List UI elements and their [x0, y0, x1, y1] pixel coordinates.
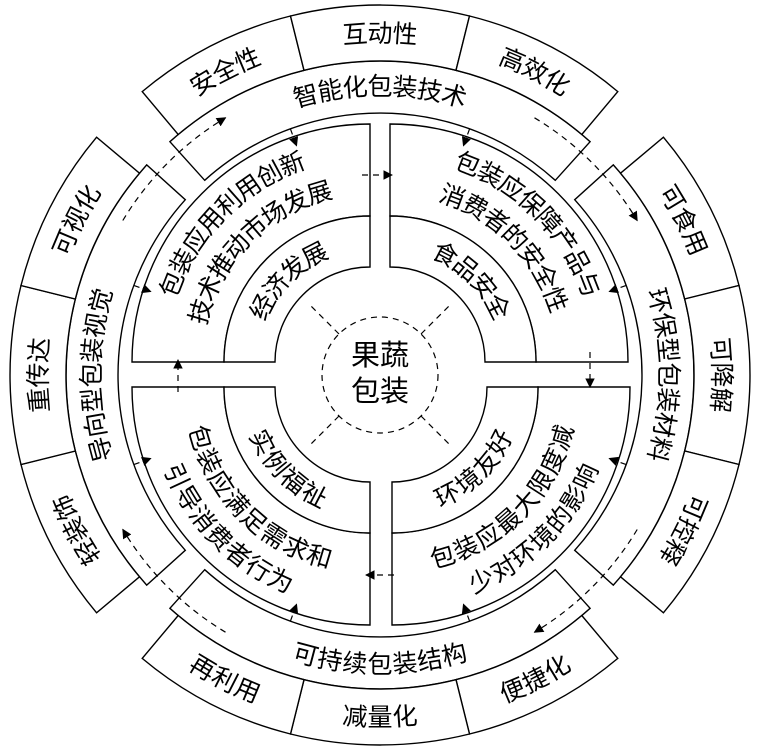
cell-top-2: [455, 15, 619, 136]
quadrant-top-left: [131, 123, 371, 363]
outer-piece-left: [9, 136, 187, 614]
center-link-tr: [420, 302, 453, 335]
cell-label-bottom-1: 减量化: [341, 701, 418, 732]
arrow-outer-to-quadrant-6: [608, 284, 627, 294]
cell-label-right-1-path: 可降解: [706, 336, 737, 413]
arrow-outer-to-quadrant-7: [608, 456, 627, 466]
center-link-tl: [307, 302, 340, 335]
outer-piece-right: [573, 136, 751, 614]
outer-piece-bottom: [141, 568, 619, 746]
cell-label-left-1: 重传达: [24, 336, 55, 413]
cell-label-top-1-path: 互动性: [341, 19, 418, 50]
arrow-outer-to-quadrant-5: [133, 284, 152, 294]
arrow-outer-to-quadrant-3: [289, 603, 299, 622]
arrow-outer-to-quadrant-4: [133, 456, 152, 466]
cell-left-2: [20, 136, 141, 300]
center-link-bl: [307, 415, 340, 448]
quadrant-inner-bottom-left: [223, 386, 371, 534]
cell-right-2: [619, 450, 740, 614]
arrow-outer-to-quadrant-1: [461, 128, 471, 147]
center-label-line2: 包装: [351, 374, 409, 408]
arrow-bottom-to-left: [122, 528, 226, 633]
cell-label-bottom-1-path: 减量化: [341, 701, 418, 732]
quadrant-inner-top-right: [389, 215, 537, 363]
arrow-top-to-right: [534, 117, 638, 222]
quadrant-bottom-right: [391, 386, 631, 626]
arrow-left-to-top: [122, 117, 227, 221]
center-label-line1: 果蔬: [351, 338, 409, 372]
arrow-outer-to-quadrant-2: [461, 603, 471, 622]
center-link-br: [420, 415, 453, 448]
quadrant-bottom-left: [131, 386, 371, 626]
arrow-right-to-bottom: [533, 529, 638, 633]
outer-piece-top: [141, 4, 619, 182]
quadrant-top-right: [389, 123, 629, 363]
cell-label-left-1-path: 重传达: [24, 336, 55, 413]
cell-label-right-1: 可降解: [706, 336, 737, 413]
quadrant-inner-top-left: [223, 215, 371, 363]
quadrant-inner-bottom-right: [391, 386, 539, 534]
center-circle: 果蔬 包装: [321, 316, 439, 434]
cell-label-top-1: 互动性: [341, 19, 418, 50]
cell-bottom-2: [141, 614, 305, 735]
arrow-outer-to-quadrant-0: [289, 128, 299, 147]
